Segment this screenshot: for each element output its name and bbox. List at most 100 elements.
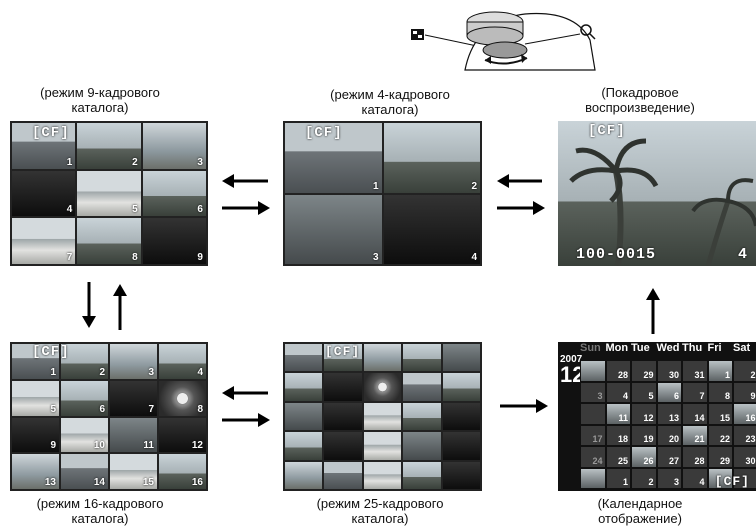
calendar-day-cell[interactable]: 2 — [631, 467, 657, 489]
calendar-day-number: 20 — [668, 434, 679, 444]
thumbnail-number: 7 — [148, 403, 154, 415]
thumbnail: 14 — [61, 454, 108, 489]
calendar-day-cell[interactable]: 5 — [631, 381, 657, 403]
single-frame-screen: [CF] 100-0015 4 — [558, 121, 756, 266]
calendar-day-number: 2 — [648, 477, 654, 487]
calendar-day-cell[interactable]: 9 — [733, 381, 756, 403]
thumbnail: 3 — [142, 123, 206, 169]
thumbnail-number: 7 — [66, 251, 73, 263]
thumbnail: 1 — [285, 123, 382, 193]
calendar-day-cell[interactable]: 22 — [707, 424, 733, 446]
calendar-day-cell[interactable]: 28 — [605, 360, 631, 382]
thumbnail — [442, 344, 480, 372]
thumbnail: 1 — [12, 123, 76, 169]
calendar-day-cell[interactable]: 25 — [605, 446, 631, 468]
calendar-day-number: 24 — [592, 455, 603, 466]
calendar-day-number: 25 — [617, 455, 628, 466]
arrow-left — [497, 174, 542, 188]
calendar-day-cell[interactable]: 30 — [656, 360, 682, 382]
card-label: [CF] — [305, 125, 343, 141]
calendar-day-cell[interactable]: 14 — [682, 403, 708, 425]
calendar-day-cell[interactable]: 19 — [631, 424, 657, 446]
calendar-day-cell[interactable] — [707, 467, 733, 489]
calendar-day-cell[interactable]: 7 — [682, 381, 708, 403]
thumbnail-number: 11 — [143, 440, 154, 452]
calendar-day-cell[interactable]: 13 — [656, 403, 682, 425]
calendar-day-number: 9 — [750, 391, 756, 401]
thumbnail: 16 — [159, 454, 206, 489]
calendar-day-cell[interactable] — [580, 403, 606, 425]
calendar-day-cell[interactable]: 11 — [605, 403, 631, 425]
calendar-day-number: 18 — [617, 434, 628, 444]
calendar-day-cell[interactable] — [733, 467, 756, 489]
thumbnail: 2 — [77, 123, 141, 169]
calendar-day-cell[interactable]: 1 — [605, 467, 631, 489]
arrow-right — [222, 201, 270, 215]
calendar-day-cell[interactable]: 29 — [707, 446, 733, 468]
calendar-day-cell[interactable]: 26 — [631, 446, 657, 468]
calendar-day-cell[interactable]: 1 — [707, 360, 733, 382]
arrow-up — [646, 288, 660, 334]
calendar-day-cell[interactable]: 31 — [682, 360, 708, 382]
thumbnail — [285, 373, 323, 401]
thumbnail — [285, 432, 323, 460]
thumbnail-number: 2 — [99, 366, 105, 378]
calendar-day-cell[interactable]: 21 — [682, 424, 708, 446]
calendar-day-cell[interactable]: 30 — [733, 446, 756, 468]
thumbnail — [285, 344, 323, 372]
calendar-day-cell[interactable]: 18 — [605, 424, 631, 446]
thumbnail-number: 1 — [50, 366, 56, 378]
thumbnail-number: 9 — [50, 440, 56, 452]
calendar-day-cell[interactable]: 3 — [656, 467, 682, 489]
thumbnail: 7 — [12, 218, 76, 264]
thumbnail: 4 — [12, 170, 76, 217]
thumbnail-number: 4 — [471, 252, 477, 263]
arrow-right — [497, 201, 545, 215]
thumbnail: 7 — [110, 380, 157, 416]
calendar-day-number: 17 — [592, 434, 603, 444]
calendar-day-cell[interactable]: 29 — [631, 360, 657, 382]
calendar-day-cell[interactable]: 20 — [656, 424, 682, 446]
calendar-day-number: 7 — [699, 391, 705, 401]
thumbnail-number: 4 — [66, 204, 73, 216]
calendar-year: 2007 — [560, 354, 583, 365]
calendar-day-number: 14 — [694, 412, 705, 423]
calendar-day-cell[interactable]: 17 — [580, 424, 606, 446]
calendar-day-number: 19 — [643, 434, 654, 444]
thumbnail — [324, 402, 362, 431]
calendar-day-number: 31 — [694, 369, 705, 380]
calendar-day-cell[interactable]: 24 — [580, 446, 606, 468]
calendar-day-number: 4 — [622, 391, 628, 401]
calendar-day-cell[interactable]: 4 — [682, 467, 708, 489]
calendar-day-number: 1 — [724, 369, 730, 380]
thumbnail — [324, 344, 362, 372]
calendar-day-number: 28 — [694, 455, 705, 466]
thumbnail-number: 2 — [132, 156, 138, 168]
thumbnail: 10 — [61, 417, 108, 453]
thumbnail: 13 — [12, 454, 59, 489]
calendar-day-cell[interactable]: 28 — [682, 446, 708, 468]
calendar-day-cell[interactable]: 23 — [733, 424, 756, 446]
calendar-day-number: 29 — [719, 455, 730, 466]
calendar-day-cell[interactable]: 15 — [707, 403, 733, 425]
thumbnail: 11 — [110, 417, 157, 453]
calendar-day-cell[interactable]: 6 — [656, 381, 682, 403]
calendar-day-cell[interactable]: 3 — [580, 381, 606, 403]
calendar-day-cell[interactable] — [580, 467, 606, 489]
calendar-day-cell[interactable]: 4 — [605, 381, 631, 403]
calendar-day-cell[interactable]: 2 — [733, 360, 756, 382]
arrow-right — [500, 399, 548, 413]
calendar-day-cell[interactable]: 12 — [631, 403, 657, 425]
calendar-day-cell[interactable]: 27 — [656, 446, 682, 468]
calendar-day-cell[interactable] — [580, 360, 606, 382]
thumbnail-number: 16 — [191, 477, 203, 488]
weekday-label: Tue — [631, 342, 650, 354]
thumbnail: 5 — [12, 380, 59, 416]
calendar-day-cell[interactable]: 8 — [707, 381, 733, 403]
thumbnail-number: 3 — [148, 366, 154, 378]
calendar-day-cell[interactable]: 16 — [733, 403, 756, 425]
thumbnail: 6 — [61, 380, 108, 416]
